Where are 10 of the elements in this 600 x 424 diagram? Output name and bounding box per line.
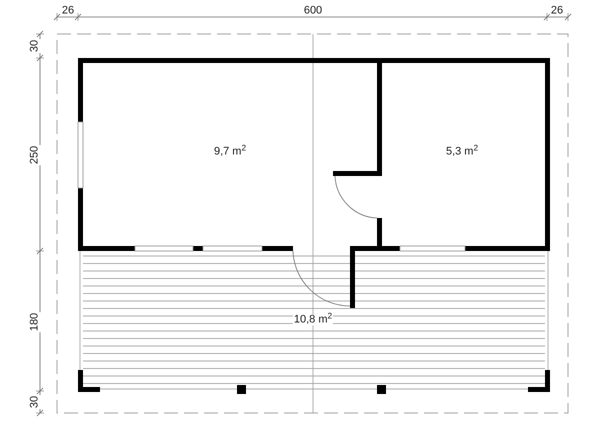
dimension-label: 600	[302, 6, 324, 16]
dimension-label: 30	[30, 394, 40, 410]
dimension-label: 26	[60, 6, 76, 16]
area-label: 5,3 m$^{2}$	[444, 146, 480, 158]
area-label: 10,8 m$^{2}$	[292, 314, 334, 326]
dimension-label: 250	[30, 144, 40, 166]
dimension-label: 30	[30, 38, 40, 54]
area-label: 9,7 m$^{2}$	[212, 146, 248, 158]
dimension-label: 180	[30, 312, 40, 332]
dimension-label: 26	[550, 6, 564, 16]
